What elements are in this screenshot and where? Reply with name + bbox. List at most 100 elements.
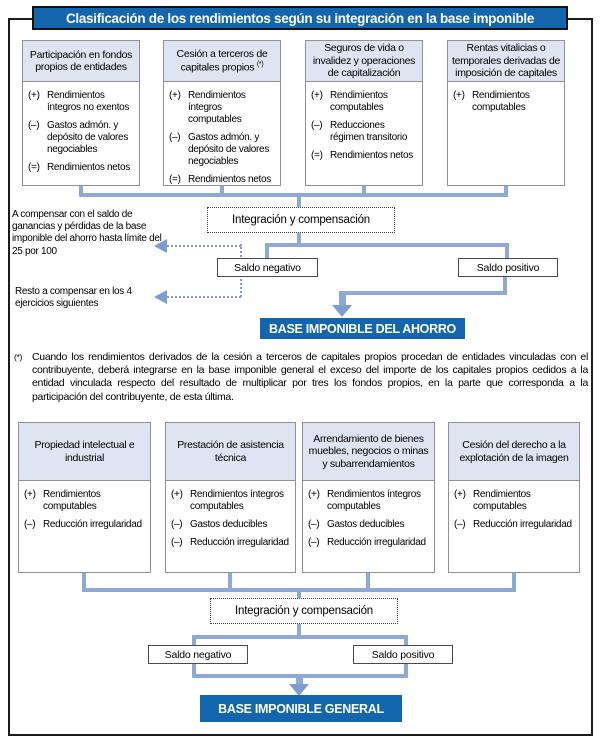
category-body: (+) Rendimientos computables (–)Reducción… (19, 481, 150, 531)
item-sign: (–) (311, 120, 323, 131)
item-text: Rendimientos computables (43, 489, 101, 512)
item-sign: (+) (171, 489, 183, 500)
list-item: (=)Rendimientos netos (28, 162, 137, 174)
category-body: (+) Rendimientos computables (–) Reduccion… (306, 82, 422, 162)
item-sign: (+) (24, 489, 36, 500)
category-header-text: Cesión del derecho a la explotación de l… (459, 439, 569, 464)
item-sign: (–) (454, 519, 466, 530)
connector-line (366, 573, 370, 592)
arrow-left-icon (154, 290, 167, 304)
arrow-stem (296, 676, 303, 686)
category-header-text: Participación en fondos propios de entid… (29, 48, 133, 73)
item-sign: (+) (169, 90, 181, 101)
list-item: (+) Rendimientos computables (311, 90, 420, 114)
dashed-connector-line (167, 245, 241, 247)
arrow-down-icon (289, 684, 309, 696)
item-sign: (–) (308, 537, 320, 548)
list-item: (+)Rendimientos computables (454, 489, 577, 513)
category-box-rentas-vitalicias: Rentas vitalicias o temporales derivadas… (447, 40, 565, 186)
category-box-arrendamiento-muebles: Arrendamiento de bienes muebles, negocio… (302, 422, 435, 573)
item-sign: (–) (169, 132, 181, 143)
saldo-positivo-box-savings: Saldo positivo (458, 258, 558, 277)
saldo-negativo-label: Saldo negativo (164, 648, 232, 661)
list-item: (–)Reducción irregularidad (171, 537, 293, 549)
page-title: Clasificación de los rendimientos según … (32, 6, 568, 30)
list-item: (+) Rendimientos íntegros computables (171, 489, 293, 513)
connector-line (82, 573, 86, 592)
category-header-main: Cesión a terceros de capitales propios (176, 48, 268, 74)
category-header: Prestación de asistencia técnica (166, 423, 295, 481)
item-text: Rendimientos computables (473, 489, 531, 512)
category-header-text: Prestación de asistencia técnica (177, 439, 284, 464)
footnote: (*) Cuando los rendimientos derivados de… (14, 351, 588, 404)
item-text: Reducciones régimen transitorio (330, 120, 408, 143)
item-text: Reducción irregularidad (327, 537, 426, 548)
item-sign: (+) (28, 90, 40, 101)
integration-label: Integración y compensación (232, 214, 370, 226)
item-text: Reducción irregularidad (43, 519, 142, 530)
list-item: (–)Reducción irregularidad (454, 519, 577, 531)
category-body: (+)Rendimientos íntegros computables (–)… (303, 481, 434, 549)
item-text: Rendimientos íntegros computables (327, 489, 421, 512)
item-text: Rendimientos netos (330, 150, 413, 161)
category-box-propiedad-intelectual: Propiedad intelectual e industrial (+) Re… (18, 422, 151, 573)
category-header: Cesión del derecho a la explotación de l… (449, 423, 579, 481)
connector-line (297, 624, 301, 637)
category-box-cesion-terceros: Cesión a terceros de capitales propios (… (163, 40, 281, 186)
list-item: (–)Gastos deducibles (171, 519, 293, 531)
connector-line (362, 186, 366, 197)
integration-label: Integración y compensación (235, 605, 373, 617)
item-text: Gastos admón. y depósito de valores nego… (188, 132, 270, 167)
list-item: (+)Rendimientos íntegros no exentos (28, 90, 137, 114)
item-text: Gastos deducibles (327, 519, 405, 530)
item-text: Rendimientos computables (330, 90, 388, 113)
list-item: (–) Gastos admón. y depósito de valores n… (169, 132, 278, 168)
item-text: Rendimientos computables (472, 90, 530, 113)
connector-line (265, 243, 509, 247)
category-body: (+)Rendimientos computables (–)Reducción… (449, 481, 579, 531)
connector-line (339, 291, 507, 295)
list-item: (=)Rendimientos netos (169, 174, 278, 186)
category-body: (+)Rendimientos computables (448, 82, 564, 114)
category-box-asistencia-tecnica: Prestación de asistencia técnica (+) Rend… (165, 422, 296, 573)
category-header: Arrendamiento de bienes muebles, negocio… (303, 423, 434, 481)
item-sign: (–) (171, 519, 183, 530)
category-header: Cesión a terceros de capitales propios (… (164, 41, 280, 82)
item-text: Rendimientos íntegros computables (188, 90, 246, 125)
connector-line (505, 243, 509, 259)
list-item: (–)Reducción irregularidad (24, 519, 148, 531)
connector-line (297, 233, 301, 245)
list-item: (–) Reducciones régimen transitorio (311, 120, 420, 144)
list-item: (=)Rendimientos netos (311, 150, 420, 162)
item-text: Rendimientos netos (188, 174, 271, 185)
category-header: Participación en fondos propios de entid… (23, 41, 139, 82)
footnote-text: Cuando los rendimientos derivados de la … (32, 351, 588, 403)
integration-box-savings: Integración y compensación (207, 207, 395, 233)
category-body: (+)Rendimientos íntegros no exentos (–)G… (23, 82, 139, 174)
category-body: (+) Rendimientos íntegros computables (–)… (166, 481, 295, 549)
connector-line (79, 186, 83, 197)
connector-line (79, 193, 508, 197)
connector-line (220, 186, 224, 197)
saldo-negativo-label: Saldo negativo (234, 261, 301, 274)
category-header-text: Seguros de vida o invalidez y operacione… (312, 42, 416, 80)
list-item: (–) Gastos deducibles (308, 519, 432, 531)
category-header: Rentas vitalicias o temporales derivadas… (448, 41, 564, 82)
saldo-negativo-box-general: Saldo negativo (148, 645, 248, 664)
footnote-reference: (*) (256, 60, 264, 68)
category-header: Seguros de vida o invalidez y operacione… (306, 41, 422, 82)
category-header: Propiedad intelectual e industrial (19, 423, 150, 481)
base-imponible-general-box: BASE IMPONIBLE GENERAL (200, 695, 402, 722)
saldo-negativo-box-savings: Saldo negativo (217, 258, 318, 277)
item-text: Rendimientos íntegros computables (190, 489, 284, 512)
category-body: (+) Rendimientos íntegros computables (–)… (164, 82, 280, 186)
integration-box-general: Integración y compensación (210, 598, 398, 624)
list-item: (+)Rendimientos íntegros computables (308, 489, 432, 513)
item-sign: (–) (308, 519, 320, 530)
connector-line (297, 588, 301, 600)
item-sign: (+) (311, 90, 323, 101)
arrow-down-icon (332, 305, 352, 317)
base-imponible-ahorro-label: BASE IMPONIBLE DEL AHORRO (269, 321, 456, 336)
footnote-marker: (*) (14, 352, 23, 362)
